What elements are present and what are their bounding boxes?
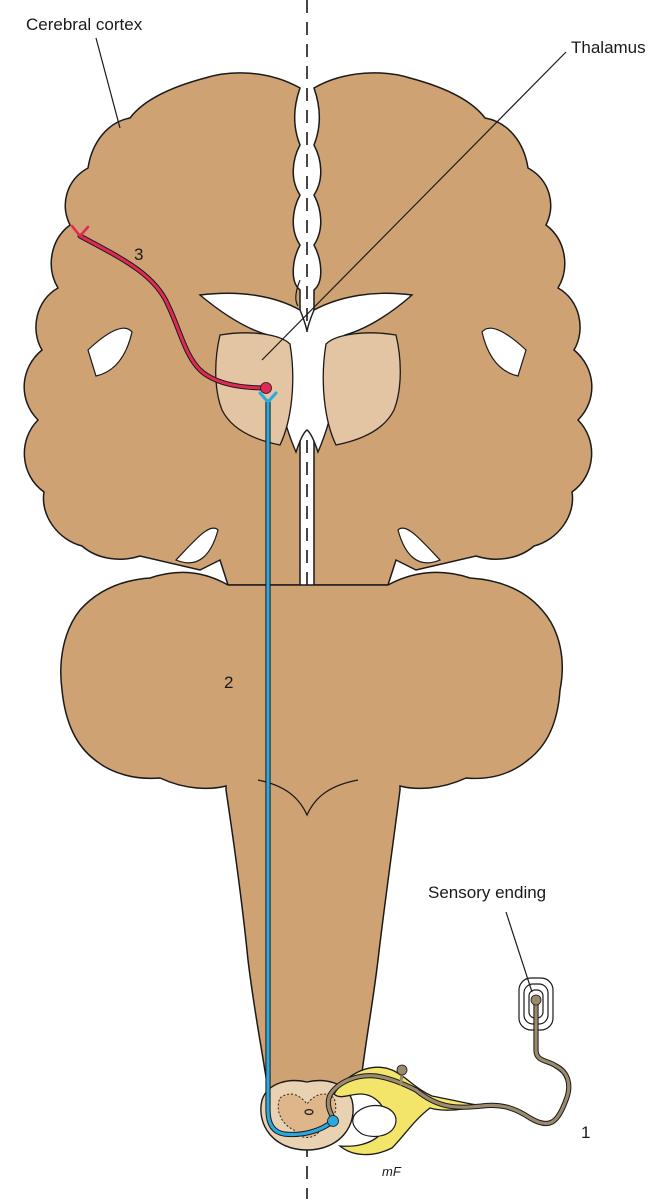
neuron-2-cell-body bbox=[328, 1116, 339, 1127]
sensory-ending-leader bbox=[506, 912, 532, 992]
artist-signature: mF bbox=[382, 1164, 402, 1179]
dorsal-root-ganglion bbox=[334, 1067, 482, 1154]
cerebral-cortex-leader bbox=[96, 38, 120, 128]
brain bbox=[24, 73, 592, 1090]
neuron-1-label: 1 bbox=[581, 1123, 590, 1142]
thalamus-label: Thalamus bbox=[571, 38, 646, 57]
neuron-3-cell-body bbox=[261, 383, 272, 394]
cerebral-cortex-label: Cerebral cortex bbox=[26, 15, 143, 34]
sensory-ending-label: Sensory ending bbox=[428, 883, 546, 902]
neuron-1-ending bbox=[531, 995, 541, 1005]
ventral-root-gap bbox=[353, 1105, 396, 1136]
midbrain-pons bbox=[61, 572, 562, 1090]
neuron-1-cell-body bbox=[397, 1065, 407, 1075]
neuron-2-label: 2 bbox=[224, 673, 233, 692]
neuron-3-label: 3 bbox=[134, 245, 143, 264]
